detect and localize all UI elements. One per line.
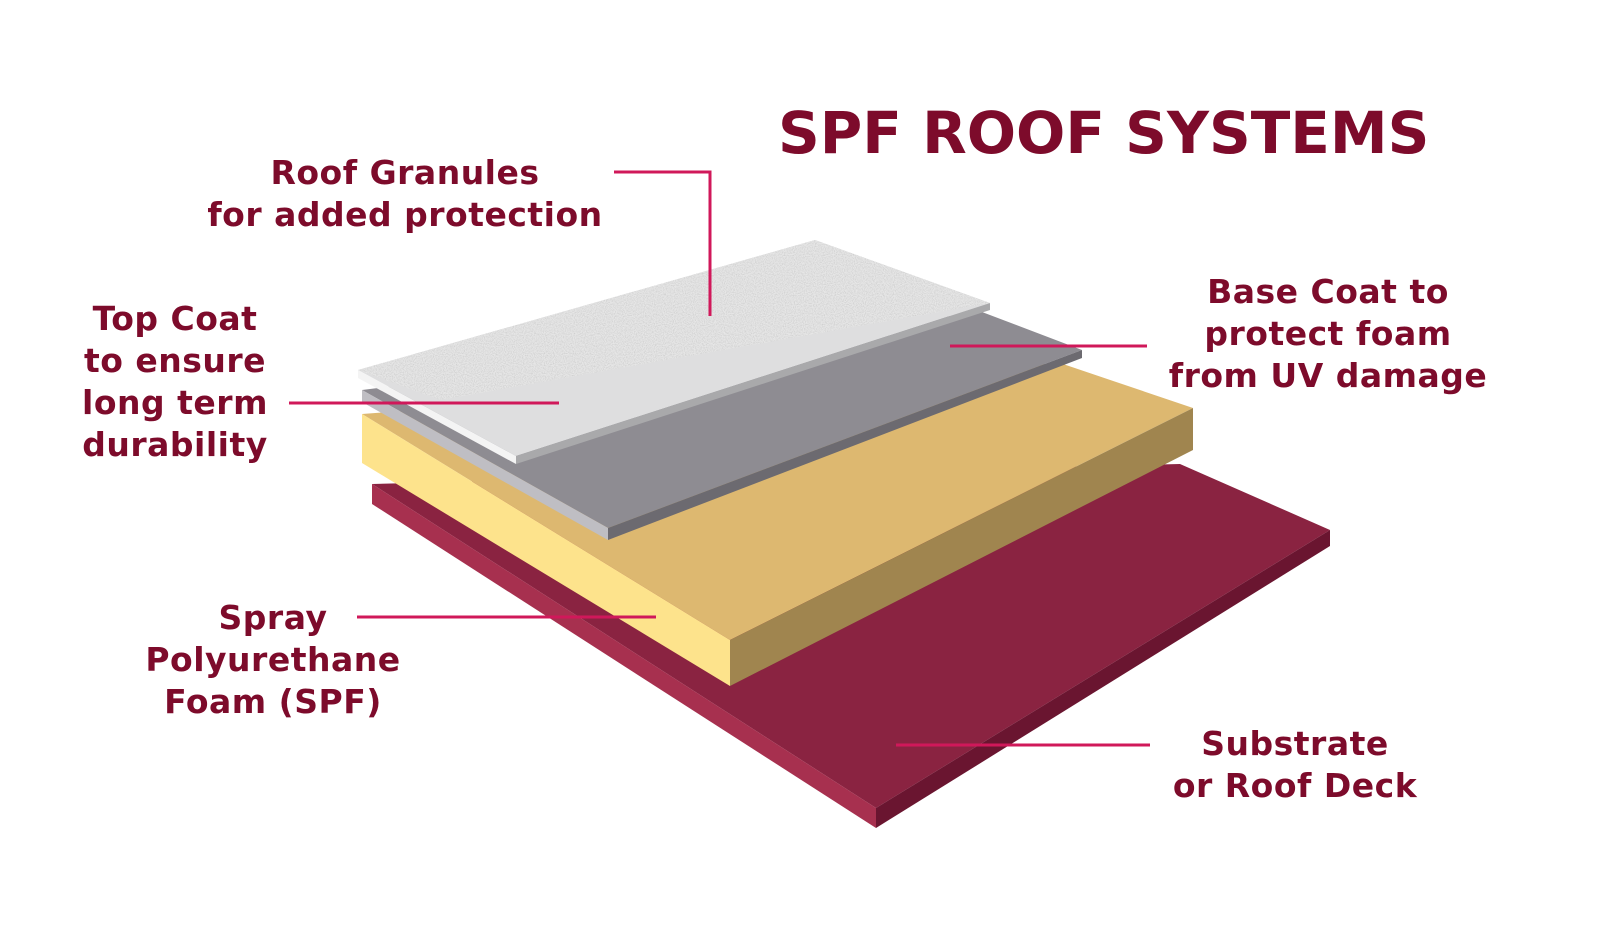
leader-lines [289, 170, 1150, 747]
label-spf: Spray Polyurethane Foam (SPF) [128, 597, 418, 723]
label-line: protect foam [1204, 314, 1452, 353]
label-roof-granules: Roof Granules for added protection [190, 152, 620, 236]
label-line: Spray [218, 598, 328, 637]
label-line: Base Coat to [1207, 272, 1449, 311]
page-title: SPF ROOF SYSTEMS [778, 99, 1430, 167]
label-line: Polyurethane [145, 640, 401, 679]
label-line: Roof Granules [270, 153, 540, 192]
label-line: for added protection [207, 195, 603, 234]
label-line: from UV damage [1168, 356, 1488, 395]
base-coat-layer [362, 312, 1082, 540]
granules-texture [358, 240, 990, 400]
label-line: Top Coat [92, 299, 258, 338]
label-line: Foam (SPF) [164, 682, 382, 721]
leader-line-roof-granules [614, 170, 712, 316]
label-line: long term [82, 383, 268, 422]
label-base-coat: Base Coat to protect foam from UV damage [1148, 271, 1508, 397]
label-top-coat: Top Coat to ensure long term durability [60, 298, 290, 466]
label-line: or Roof Deck [1172, 766, 1418, 805]
label-line: to ensure [83, 341, 267, 380]
label-line: durability [82, 425, 268, 464]
label-substrate: Substrate or Roof Deck [1150, 723, 1440, 807]
label-line: Substrate [1201, 724, 1389, 763]
